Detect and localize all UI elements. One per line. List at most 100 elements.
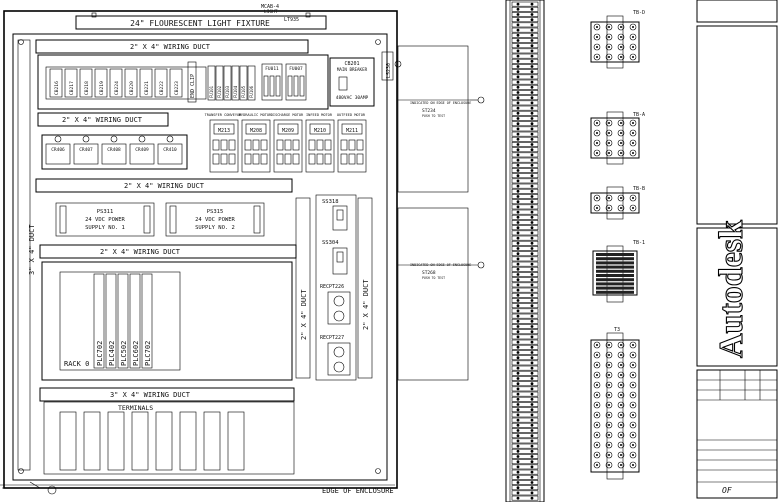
motor-starter <box>209 119 239 173</box>
callout-tag: ST234 <box>422 108 436 114</box>
fixture-tag: MCAB-4 <box>261 4 279 10</box>
breaker-tag: CB220 <box>129 81 135 95</box>
title-block <box>696 369 778 499</box>
duct-2-label: 2" X 4" WIRING DUCT <box>62 116 143 124</box>
relay <box>231 65 240 101</box>
power-supply-line2: SUPPLY NO. 2 <box>195 225 235 231</box>
control-relay-tag: CR410 <box>163 147 177 153</box>
callout-box <box>397 207 469 381</box>
plc-slot-tag: PLC502 <box>120 341 128 366</box>
power-supply-line1: 24 VDC POWER <box>195 217 235 223</box>
terminal-block <box>203 411 221 471</box>
breaker <box>124 68 138 98</box>
power-supply-line2: SUPPLY NO. 1 <box>85 225 125 231</box>
breaker <box>79 68 93 98</box>
relay <box>247 65 256 101</box>
plc-slot-tag: PLC702 <box>96 341 104 366</box>
fuse-tag: FU007 <box>289 66 303 72</box>
backplate <box>12 33 388 481</box>
relay-tag: FU104 <box>233 85 238 98</box>
plc-slot <box>105 273 117 369</box>
vertical-duct-2 <box>357 197 373 379</box>
motor-starter-tag: M211 <box>346 128 358 134</box>
control-relay-tag: CR406 <box>51 147 65 153</box>
duct-4-label: 2" X 4" WIRING DUCT <box>100 248 181 256</box>
breaker-section <box>37 54 329 110</box>
relay <box>223 65 232 101</box>
fuse-block <box>285 63 307 101</box>
title-block-grid <box>697 370 777 483</box>
receptacle-2-tag: RECPT227 <box>320 335 344 341</box>
starter-title: OUTFEED MOTOR <box>337 113 366 117</box>
disconnect-tag: LS230 <box>386 63 392 78</box>
terminal-block-details: TB-DTB-ATB-BTB-1T3 <box>590 10 645 480</box>
breaker <box>169 68 183 98</box>
motor-starter-tag: M209 <box>282 128 294 134</box>
terminal-block <box>83 411 101 471</box>
autodesk-logo: Autodesk <box>713 220 750 358</box>
terminal-strip-column <box>505 0 545 502</box>
power-supply-tag: PS311 <box>97 209 114 215</box>
starter-title: TRANSFER CONVEYOR <box>205 113 243 117</box>
light-fixture-label: 24" FLOURESCENT LIGHT FIXTURE <box>130 19 270 28</box>
terminal-block-label: TB-A <box>633 112 645 118</box>
left-duct-label: 3" X 4" DUCT <box>28 224 36 275</box>
control-relay-tag: CR408 <box>107 147 121 153</box>
relay <box>215 65 224 101</box>
starter-title: HYDRAULIC MOTOR <box>239 113 272 117</box>
callout-tag: ST268 <box>422 270 436 276</box>
wiring-duct-1 <box>35 39 309 54</box>
duct-1-label: 2" X 4" WIRING DUCT <box>130 43 211 51</box>
breaker <box>109 68 123 98</box>
control-relay-tag: CR407 <box>79 147 93 153</box>
control-relay <box>73 143 99 165</box>
terminal-block <box>59 411 77 471</box>
plc-rack <box>59 271 181 371</box>
relay-tag: FU101 <box>209 85 214 98</box>
vertical-duct-2-label: 2" X 4" DUCT <box>362 279 370 330</box>
plc-slot-tag: PLC402 <box>108 341 116 366</box>
breaker <box>94 68 108 98</box>
terminal-block <box>155 411 173 471</box>
control-relay <box>101 143 127 165</box>
control-relay-tag: CR409 <box>135 147 149 153</box>
logo-panel <box>696 227 778 367</box>
terminal-block <box>107 411 125 471</box>
plc-slot <box>117 273 129 369</box>
motor-starter <box>305 119 335 173</box>
terminal-area <box>43 401 295 475</box>
breaker-tag: CB223 <box>174 81 180 95</box>
starter-title: DISCHARGE MOTOR <box>271 113 304 117</box>
motor-starter-tag: M208 <box>250 128 262 134</box>
motor-starter-tag: M213 <box>218 128 230 134</box>
motor-starter-group: TRANSFER CONVEYOR M213 HYDRAULIC MOTOR M208… <box>205 113 367 173</box>
main-breaker-label: MAIN BREAKER <box>337 67 368 72</box>
vertical-duct-1-label: 2" X 4" DUCT <box>300 289 308 340</box>
relay-tag: FU106 <box>249 85 254 98</box>
breaker <box>64 68 78 98</box>
fuse-tag: FU011 <box>265 66 279 72</box>
receptacle-1-tag: RECPT226 <box>320 284 344 290</box>
title-block-top <box>696 0 778 23</box>
relay-tag: FU105 <box>241 85 246 98</box>
breaker <box>139 68 153 98</box>
power-supply-line1: 24 VDC POWER <box>85 217 125 223</box>
breaker-tag: CB218 <box>84 81 90 95</box>
plc-slot <box>129 273 141 369</box>
breaker-tag: CB224 <box>114 81 120 95</box>
edge-of-enclosure-label: EDGE OF ENCLOSURE <box>322 487 394 495</box>
motor-starter <box>273 119 303 173</box>
terminal-block <box>179 411 197 471</box>
title-block-blank <box>696 25 778 225</box>
terminal-block <box>227 411 245 471</box>
vertical-duct-1 <box>295 197 311 379</box>
control-relay <box>129 143 155 165</box>
light-fixture <box>75 15 327 30</box>
power-supply <box>165 202 265 237</box>
callout-line2: PUSH TO TEST <box>422 114 445 118</box>
left-vertical-duct <box>17 39 31 471</box>
